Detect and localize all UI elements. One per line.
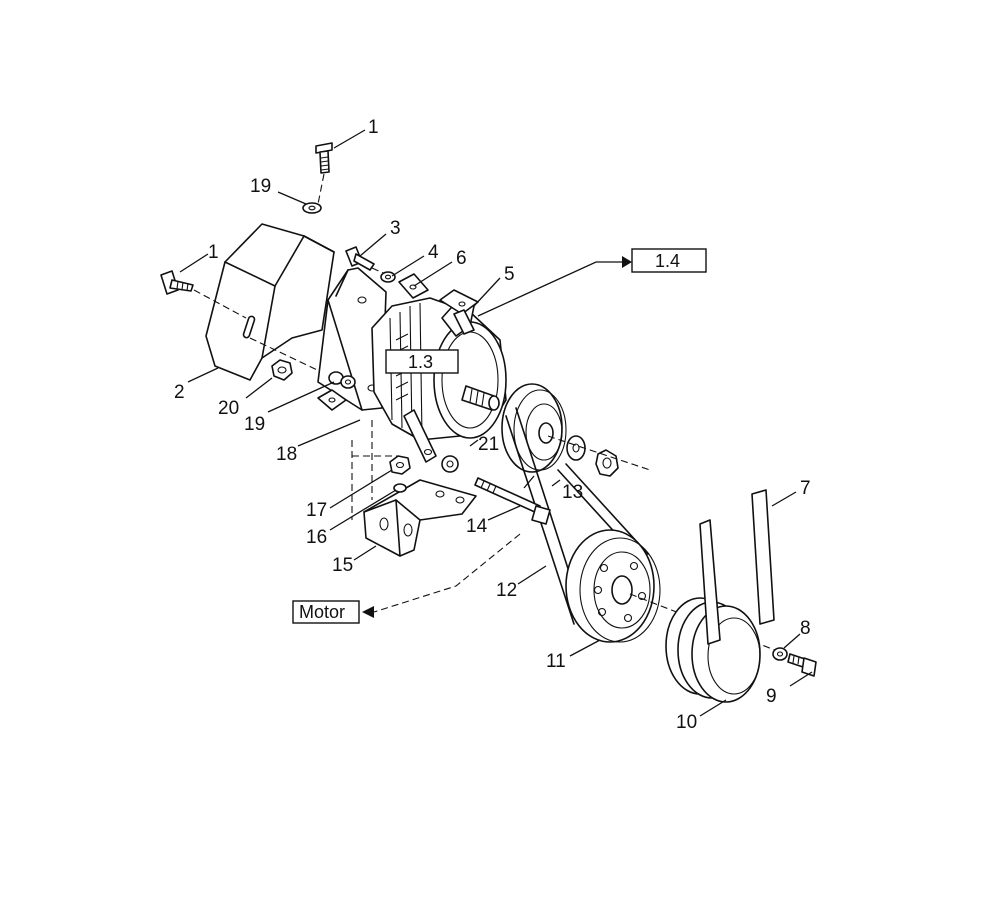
- reference-label-1-3: 1.3: [408, 352, 433, 372]
- callout-1-left: 1: [208, 242, 219, 263]
- part-13-upper-pulley: [501, 383, 619, 477]
- part-1-top-bolt: [315, 142, 333, 174]
- axis-guard-to-nut: [249, 337, 331, 377]
- axis-upper-pulley: [547, 435, 651, 471]
- reference-link-motor: [292, 533, 521, 624]
- callout-labels: 1 19 1 3 4 6 5 2 20 19 18 21 13 17 16 15…: [174, 117, 811, 733]
- reference-link-1-3: [385, 349, 459, 374]
- part-1-left-bolt: [160, 270, 194, 295]
- callout-19-top: 19: [250, 176, 271, 197]
- axis-left-bolt: [193, 289, 247, 319]
- part-14-long-bolt: [474, 477, 551, 525]
- callout-11: 11: [546, 651, 566, 672]
- part-19-mid-washers: [328, 371, 356, 389]
- part-21-spacer: [441, 455, 459, 473]
- callout-7: 7: [800, 478, 811, 499]
- callout-2: 2: [174, 382, 185, 403]
- callout-14: 14: [466, 516, 488, 537]
- part-11-lower-pulley: [565, 529, 661, 643]
- part-20-nut: [271, 359, 293, 381]
- part-4-washer: [380, 271, 396, 283]
- callout-21: 21: [478, 434, 499, 455]
- part-6-clip: [398, 273, 429, 299]
- callout-10: 10: [676, 712, 697, 733]
- callout-1-top: 1: [368, 117, 379, 138]
- callout-20: 20: [218, 398, 239, 419]
- reference-link-1-4: [477, 248, 707, 317]
- axis-top-bolt: [317, 173, 325, 205]
- callout-8: 8: [800, 618, 811, 639]
- part-7-belts: [699, 489, 775, 645]
- callout-17: 17: [306, 500, 327, 521]
- part-9-bolt: [787, 653, 817, 677]
- callout-15: 15: [332, 555, 353, 576]
- callout-19-mid: 19: [244, 414, 265, 435]
- callout-13: 13: [562, 482, 583, 503]
- callout-9: 9: [766, 686, 777, 707]
- part-17-nut: [389, 455, 411, 475]
- callout-5: 5: [504, 264, 515, 285]
- callout-18: 18: [276, 444, 297, 465]
- callout-16: 16: [306, 527, 327, 548]
- callout-6: 6: [456, 248, 467, 269]
- callout-12: 12: [496, 580, 517, 601]
- part-18-clip: [317, 389, 347, 411]
- part-19-top-washer: [302, 202, 322, 214]
- part-8-washer: [772, 647, 788, 661]
- reference-label-1-4: 1.4: [655, 251, 680, 271]
- reference-label-motor: Motor: [299, 602, 345, 622]
- callout-4: 4: [428, 242, 439, 263]
- callout-3: 3: [390, 218, 401, 239]
- part-16-spacer: [393, 483, 407, 493]
- part-15-base-bracket: [363, 479, 477, 557]
- leader-lines: [179, 129, 813, 717]
- part-2-belt-guard: [205, 223, 335, 381]
- part-3-bolt: [345, 246, 375, 271]
